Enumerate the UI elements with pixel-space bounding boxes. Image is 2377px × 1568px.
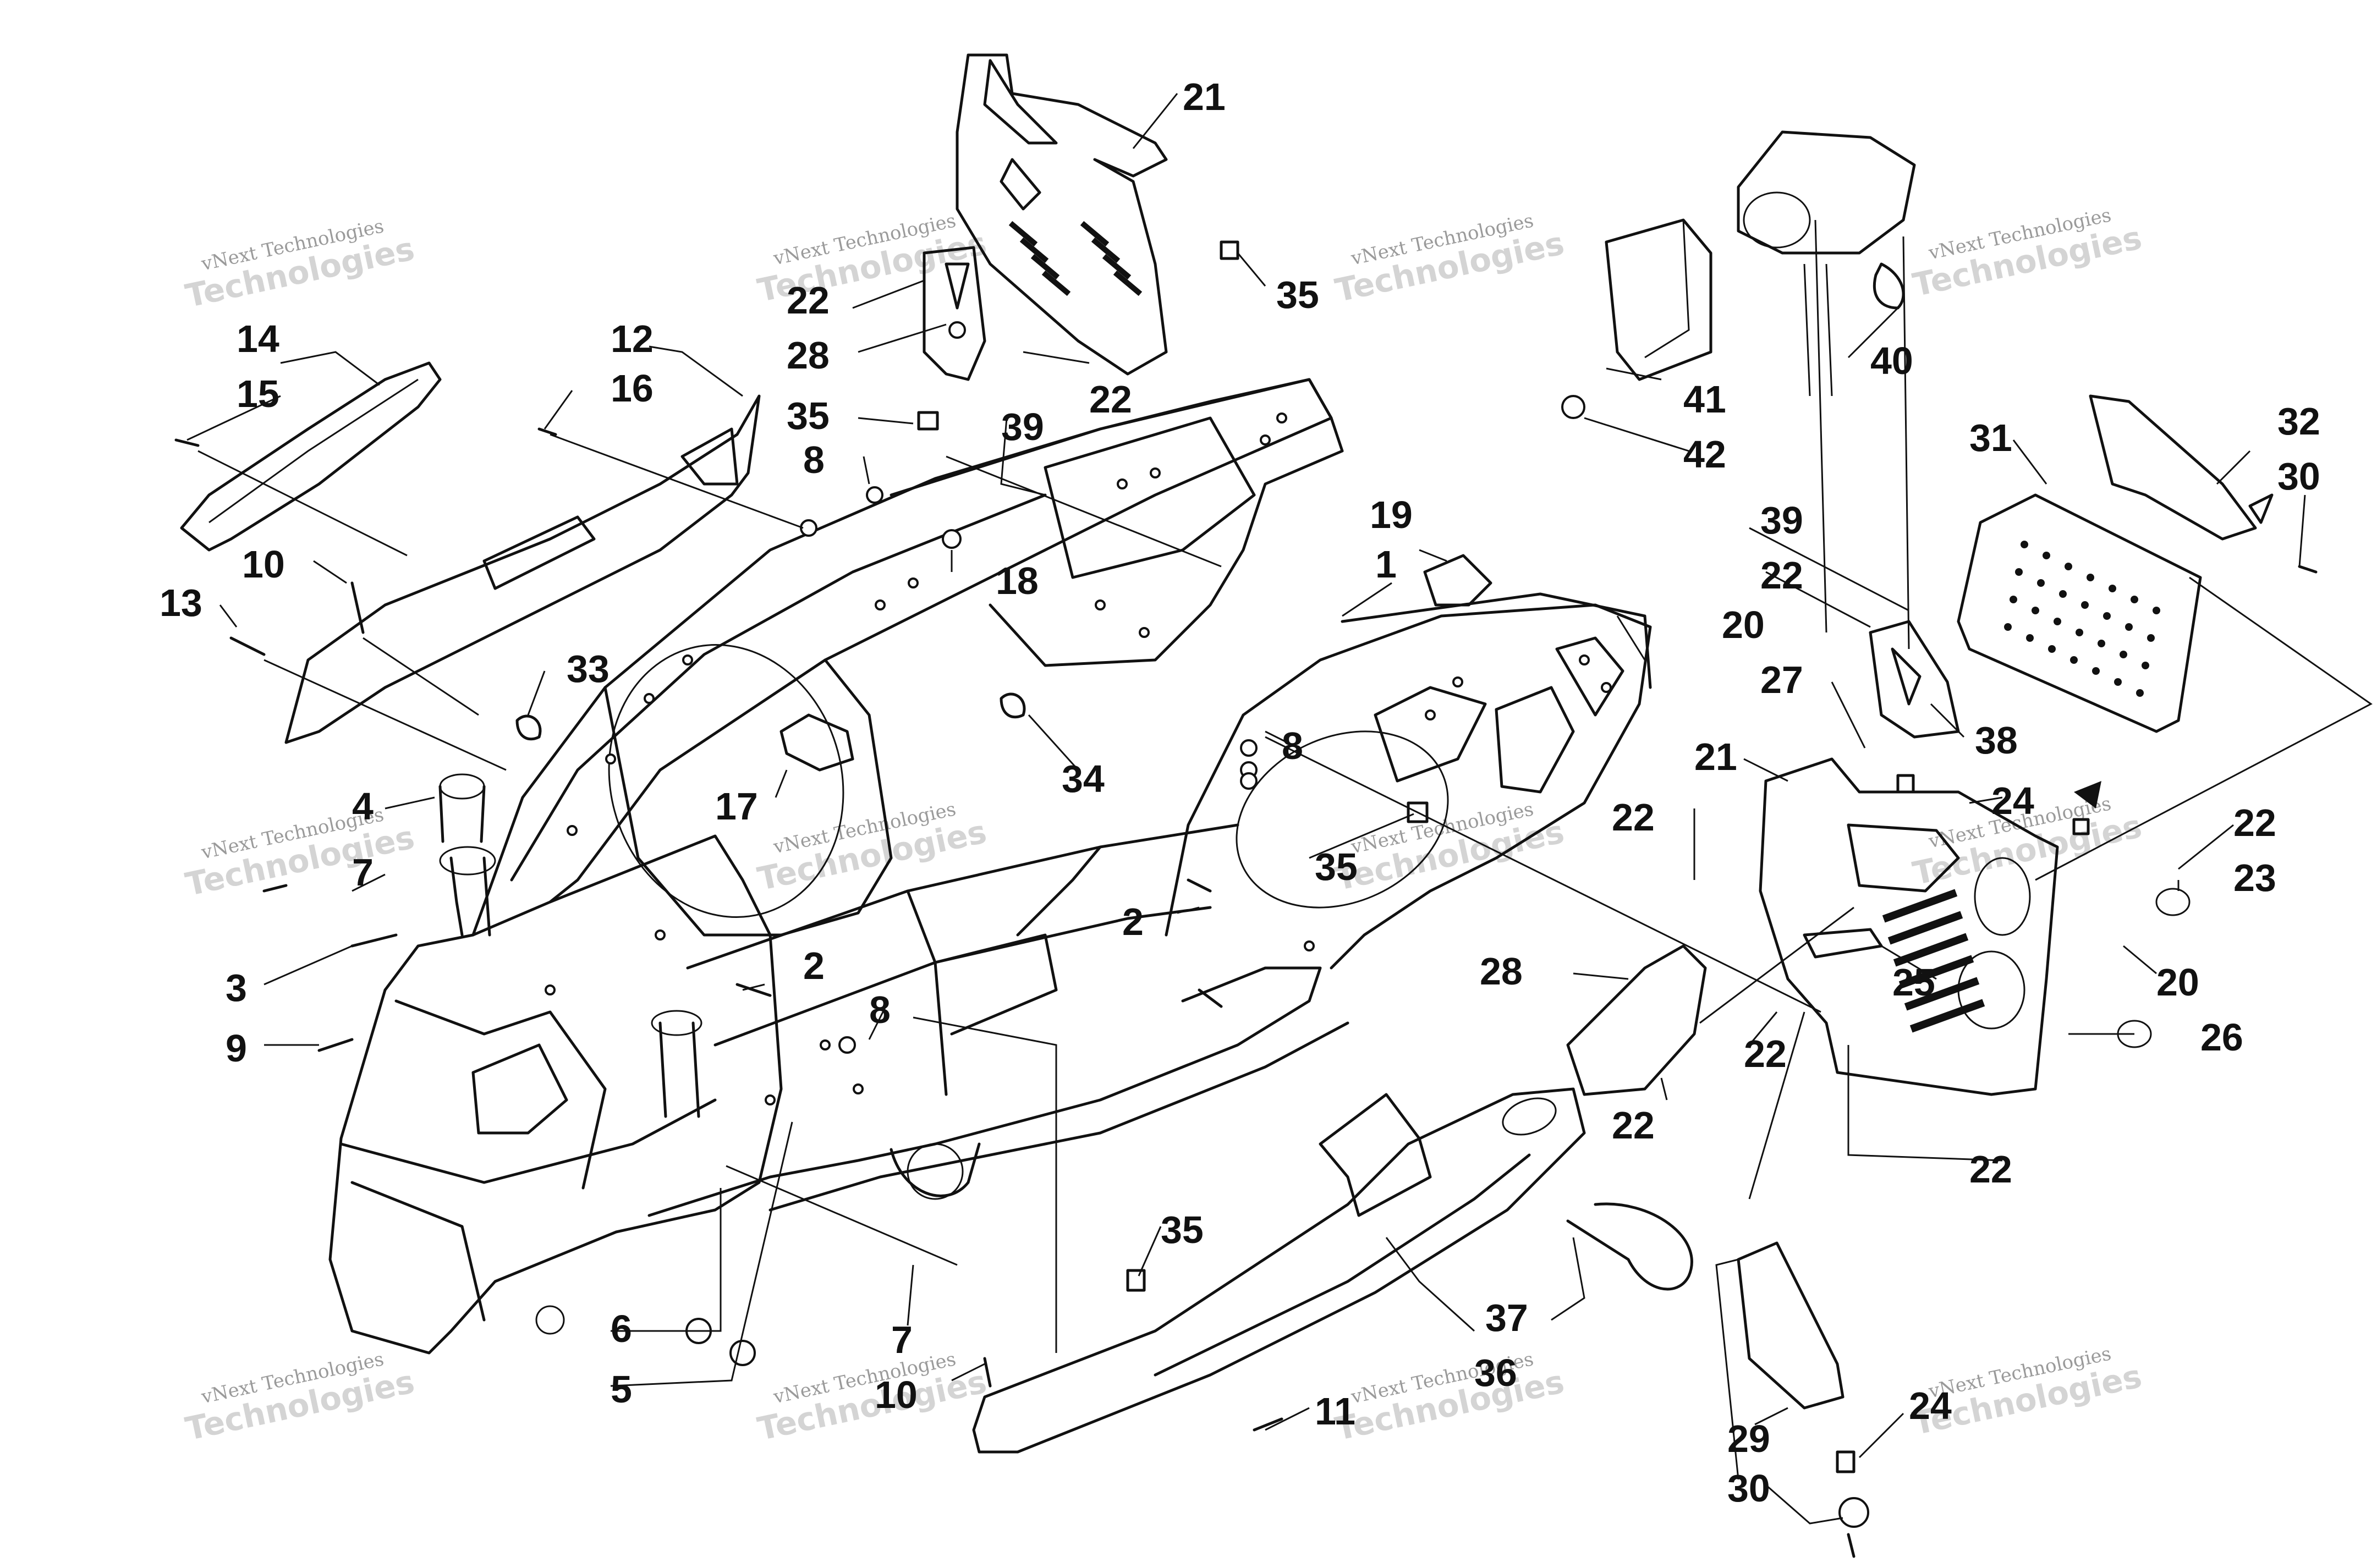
callout-22: 22 (1612, 796, 1655, 839)
leader-lines (186, 93, 2306, 1525)
callout-6: 6 (611, 1307, 632, 1350)
vent-slots (1008, 221, 1143, 296)
callout-22: 22 (2233, 801, 2276, 844)
callout-23: 23 (2233, 856, 2276, 899)
callout-8: 8 (803, 438, 825, 481)
callout-14: 14 (237, 317, 279, 360)
callout-35: 35 (787, 394, 830, 437)
callout-16: 16 (611, 367, 654, 410)
part-41-control-module (1605, 218, 1712, 381)
alignment-lines (197, 219, 2373, 1353)
callout-21: 21 (1183, 75, 1226, 118)
callout-10: 10 (875, 1373, 918, 1416)
callout-35: 35 (1161, 1208, 1204, 1251)
callout-20: 20 (1722, 603, 1765, 646)
callout-25: 25 (1892, 961, 1935, 1004)
callout-31: 31 (1969, 416, 2012, 459)
callout-21: 21 (1694, 735, 1737, 778)
callout-37: 37 (1485, 1296, 1528, 1339)
callout-12: 12 (611, 317, 654, 360)
callout-34: 34 (1062, 757, 1105, 800)
callout-40: 40 (1870, 339, 1913, 382)
callout-9: 9 (226, 1027, 247, 1070)
callout-15: 15 (237, 372, 279, 415)
callout-28: 28 (1480, 950, 1523, 993)
callout-10: 10 (242, 543, 285, 586)
callout-5: 5 (611, 1368, 632, 1411)
part-14-cover-strip (180, 361, 442, 552)
callout-42: 42 (1683, 433, 1726, 476)
callout-24: 24 (1909, 1384, 1952, 1427)
callout-8: 8 (1282, 724, 1303, 767)
callout-22: 22 (787, 279, 830, 322)
callout-13: 13 (160, 581, 202, 624)
main-chassis-frame (328, 378, 1652, 1355)
callout-30: 30 (1727, 1467, 1770, 1510)
callout-33: 33 (567, 647, 610, 690)
part-29-guard (1737, 1241, 1844, 1410)
callout-2: 2 (1122, 900, 1144, 943)
part-21-rear-heat-exchanger (1759, 757, 2059, 1096)
callout-41: 41 (1683, 378, 1726, 421)
callout-19: 19 (1370, 493, 1413, 536)
hardware (174, 240, 2318, 1558)
callout-20: 20 (2156, 961, 2199, 1004)
heat-exchanger-perforation (1882, 889, 1985, 1033)
callout-28: 28 (787, 334, 830, 377)
callout-39: 39 (1001, 405, 1044, 448)
callout-1: 1 (1375, 543, 1397, 586)
callout-29: 29 (1727, 1417, 1770, 1460)
part-31-perforated-screen (1957, 493, 2202, 733)
part-37-cable (1566, 1202, 1693, 1291)
callout-11: 11 (1315, 1390, 1355, 1433)
callout-26: 26 (2200, 1016, 2243, 1059)
callout-38: 38 (1975, 719, 2018, 762)
callout-3: 3 (226, 966, 247, 1009)
callout-30: 30 (2277, 455, 2320, 498)
callout-22: 22 (1612, 1104, 1655, 1147)
callout-labels: 21 22 35 28 22 35 39 8 18 14 15 12 16 10… (160, 75, 2320, 1510)
part-12-steering-support (284, 394, 761, 744)
callout-39: 39 (1760, 499, 1803, 542)
callout-22: 22 (1969, 1148, 2012, 1191)
callout-36: 36 (1474, 1351, 1517, 1394)
screen-holes (2004, 541, 2160, 697)
callout-7: 7 (352, 851, 374, 894)
callout-22: 22 (1760, 554, 1803, 597)
callout-24: 24 (1991, 779, 2034, 822)
frame-rivets (545, 412, 1612, 1105)
callout-7: 7 (891, 1318, 913, 1361)
callout-18: 18 (996, 559, 1039, 602)
callout-22: 22 (1089, 378, 1132, 421)
callout-35: 35 (1276, 273, 1319, 316)
part-38-bracket (1869, 620, 1960, 739)
callout-22: 22 (1744, 1032, 1787, 1075)
callout-35: 35 (1315, 845, 1358, 888)
part-32-flap (2089, 394, 2274, 541)
callout-4: 4 (352, 785, 374, 828)
callout-8: 8 (869, 988, 891, 1031)
callout-2: 2 (803, 944, 825, 987)
part-28-upper-bracket (923, 246, 986, 381)
callout-27: 27 (1760, 658, 1803, 701)
callout-32: 32 (2277, 400, 2320, 443)
callout-17: 17 (715, 785, 758, 828)
part-36-running-board (972, 1087, 1586, 1454)
part-21-upper-bracket (956, 53, 1168, 376)
